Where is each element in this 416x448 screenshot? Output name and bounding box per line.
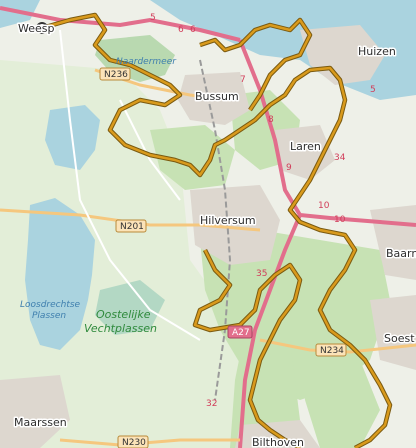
road-n201 (0, 208, 261, 232)
forest-area-2 (150, 125, 235, 190)
road-shield-n236: N236 (99, 67, 131, 81)
route-number-34: 34 (334, 153, 346, 163)
forest-area-5 (300, 350, 380, 448)
svg-text:N201: N201 (120, 222, 144, 232)
route-number-8: 8 (268, 115, 274, 125)
route-number-5a: 5 (150, 13, 156, 23)
motorway-a27-south (238, 214, 302, 448)
road-shield-a27: A27 (227, 325, 253, 339)
place-label-soest: Soest (384, 332, 415, 345)
water-label-plassen: Plassen (32, 311, 66, 321)
place-label-maarssen: Maarssen (14, 416, 67, 429)
route-number-32: 32 (206, 399, 217, 409)
road-shield-n230: N230 (117, 435, 149, 448)
road-shield-n201: N201 (115, 219, 147, 233)
soest-urban (370, 295, 416, 370)
hiking-route-branch-north[interactable] (199, 18, 312, 111)
hiking-route[interactable] (41, 13, 392, 448)
svg-text:N230: N230 (122, 438, 146, 448)
minor-road-2 (119, 99, 181, 201)
svg-text:N234: N234 (320, 346, 344, 356)
route-number-6a: 6 (178, 25, 184, 35)
route-number-5b: 5 (370, 85, 376, 95)
laren-urban (275, 125, 335, 180)
vechtplassen-wetland (95, 280, 165, 335)
road-shield-n234: N234 (315, 343, 347, 357)
place-label-huizen: Huizen (358, 45, 396, 58)
route-number-10b: 10 (334, 215, 346, 225)
route-number-6b: 6 (190, 25, 196, 35)
route-number-10a: 10 (318, 201, 330, 211)
road-n230 (59, 438, 240, 447)
place-label-laren: Laren (290, 140, 321, 153)
water-label-naardermeer: Naardermeer (116, 57, 177, 67)
hiking-route-south-loop[interactable] (193, 249, 302, 448)
hilversum-urban (190, 185, 280, 265)
place-label-bilthoven: Bilthoven (252, 436, 304, 448)
loosdrechtse-plassen-lake (25, 198, 95, 350)
minor-road-1 (59, 29, 201, 341)
maarssen-urban (0, 375, 70, 448)
route-number-35: 35 (256, 269, 267, 279)
route-number-9: 9 (286, 163, 292, 173)
place-label-hilversum: Hilversum (200, 214, 256, 227)
nature-label-vechtplassen: Vechtplassen (84, 322, 157, 335)
railway-line (199, 59, 232, 401)
svg-text:N236: N236 (104, 70, 128, 80)
water-label-loosdrechtse: Loosdrechtse (20, 300, 81, 310)
nature-label-oostelijke: Oostelijke (96, 308, 151, 321)
place-label-bussum: Bussum (195, 90, 239, 103)
route-start-marker-dot (40, 26, 44, 30)
motorway-a1 (0, 6, 241, 42)
route-number-7: 7 (240, 75, 246, 85)
place-label-weesp: Weesp (18, 22, 54, 35)
place-label-baarn: Baarn (386, 247, 416, 260)
svg-text:A27: A27 (232, 328, 250, 338)
